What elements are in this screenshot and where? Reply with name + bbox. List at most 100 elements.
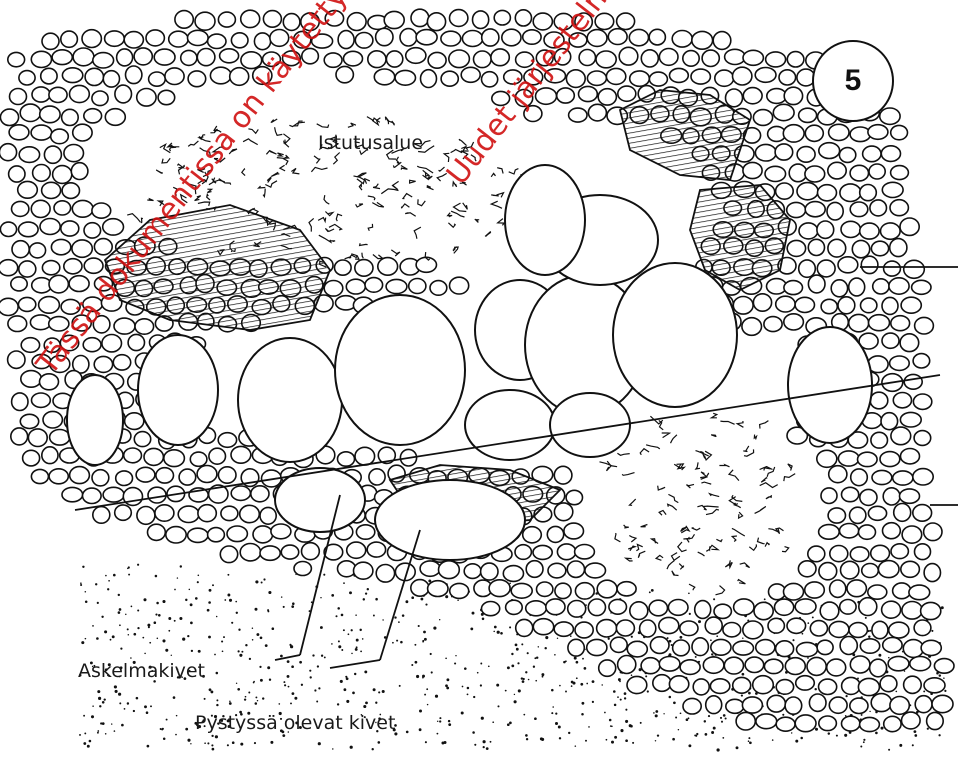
cobble: [367, 542, 385, 557]
gravel-dot: [914, 730, 917, 733]
cobble: [829, 124, 849, 140]
plant-scribble: [372, 202, 384, 207]
gravel-dot: [144, 705, 147, 708]
cobble: [566, 70, 585, 88]
gravel-dot: [430, 653, 432, 655]
gravel-dot: [620, 699, 622, 701]
plant-scribble: [414, 227, 421, 239]
plant-scribble: [265, 181, 277, 187]
cobble: [20, 414, 38, 428]
gravel-dot: [423, 631, 426, 634]
plant-scribble: [689, 584, 695, 590]
gravel-dot: [419, 710, 422, 713]
cobble: [482, 602, 500, 616]
cobble: [796, 676, 815, 690]
cobble: [839, 148, 855, 163]
cobble: [82, 30, 101, 48]
large-stone: [275, 468, 365, 532]
cobble: [102, 335, 122, 352]
cobble: [927, 712, 944, 729]
cobble: [860, 223, 879, 239]
cobble: [0, 260, 18, 276]
cobble: [850, 656, 870, 673]
plant-scribble: [448, 223, 455, 227]
cobble: [19, 222, 39, 237]
cobble: [218, 12, 235, 27]
cobble: [904, 374, 922, 389]
cobble: [799, 260, 816, 277]
cobble: [136, 467, 155, 482]
cobble: [169, 31, 188, 47]
cobble: [608, 29, 627, 45]
gravel-dot: [394, 616, 396, 618]
cobble: [868, 506, 886, 520]
cobble: [764, 659, 783, 673]
cobble: [859, 525, 876, 539]
cobble: [630, 71, 650, 86]
gravel-dot: [283, 681, 285, 683]
cobble: [155, 505, 174, 521]
plant-scribble: [672, 553, 680, 561]
cobble: [828, 239, 846, 257]
gravel-dot: [497, 705, 499, 707]
gravel-dot: [236, 683, 237, 684]
gravel-dot: [555, 722, 558, 725]
gravel-dot: [580, 683, 583, 686]
gravel-dot: [807, 622, 809, 624]
cobble: [324, 281, 343, 297]
cobble: [915, 544, 931, 560]
gravel-dot: [211, 735, 213, 737]
gravel-dot: [480, 684, 482, 686]
cobble: [11, 277, 27, 291]
plant-scribble: [758, 538, 765, 544]
cobble: [579, 50, 595, 66]
cobble: [649, 72, 667, 86]
plant-scribble: [324, 195, 329, 204]
gravel-dot: [802, 633, 804, 635]
cobble: [52, 50, 72, 65]
plant-scribble: [646, 445, 660, 449]
plant-scribble: [626, 558, 633, 561]
plant-scribble: [198, 202, 210, 206]
gravel-dot: [711, 653, 713, 655]
gravel-dot: [210, 690, 213, 693]
cobble: [376, 565, 394, 583]
gravel-dot: [363, 598, 365, 600]
plant-scribble: [658, 486, 665, 490]
gravel-dot: [581, 713, 584, 716]
cobble: [861, 256, 878, 273]
plant-scribble: [760, 483, 778, 488]
cobble: [924, 678, 945, 693]
gravel-dot: [84, 732, 86, 734]
gravel-dot: [168, 630, 170, 632]
gravel-dot: [704, 720, 706, 722]
gravel-dot: [214, 654, 216, 656]
gravel-dot: [83, 715, 85, 717]
cobble: [20, 104, 40, 121]
cobble: [49, 275, 68, 293]
gravel-dot: [127, 628, 129, 630]
cobble: [924, 523, 942, 541]
cobble: [890, 356, 910, 370]
gravel-dot: [268, 591, 271, 594]
gravel-dot: [114, 730, 116, 732]
cobble: [618, 656, 636, 674]
gravel-dot: [472, 731, 475, 734]
plant-scribble: [360, 243, 368, 245]
gravel-dot: [914, 734, 917, 737]
cobble: [547, 526, 563, 542]
cobble: [711, 639, 731, 655]
cobble: [368, 51, 386, 68]
cobble: [776, 641, 794, 657]
plant-scribble: [732, 536, 737, 542]
gravel-dot: [425, 741, 427, 743]
cobble: [144, 448, 163, 465]
cobble: [841, 561, 859, 579]
gravel-dot: [651, 589, 654, 592]
cobble: [733, 641, 754, 655]
plant-scribble: [760, 421, 769, 429]
gravel-dot: [291, 665, 294, 668]
gravel-dot: [137, 564, 139, 566]
gravel-dot: [939, 674, 941, 676]
cobble: [30, 315, 51, 330]
